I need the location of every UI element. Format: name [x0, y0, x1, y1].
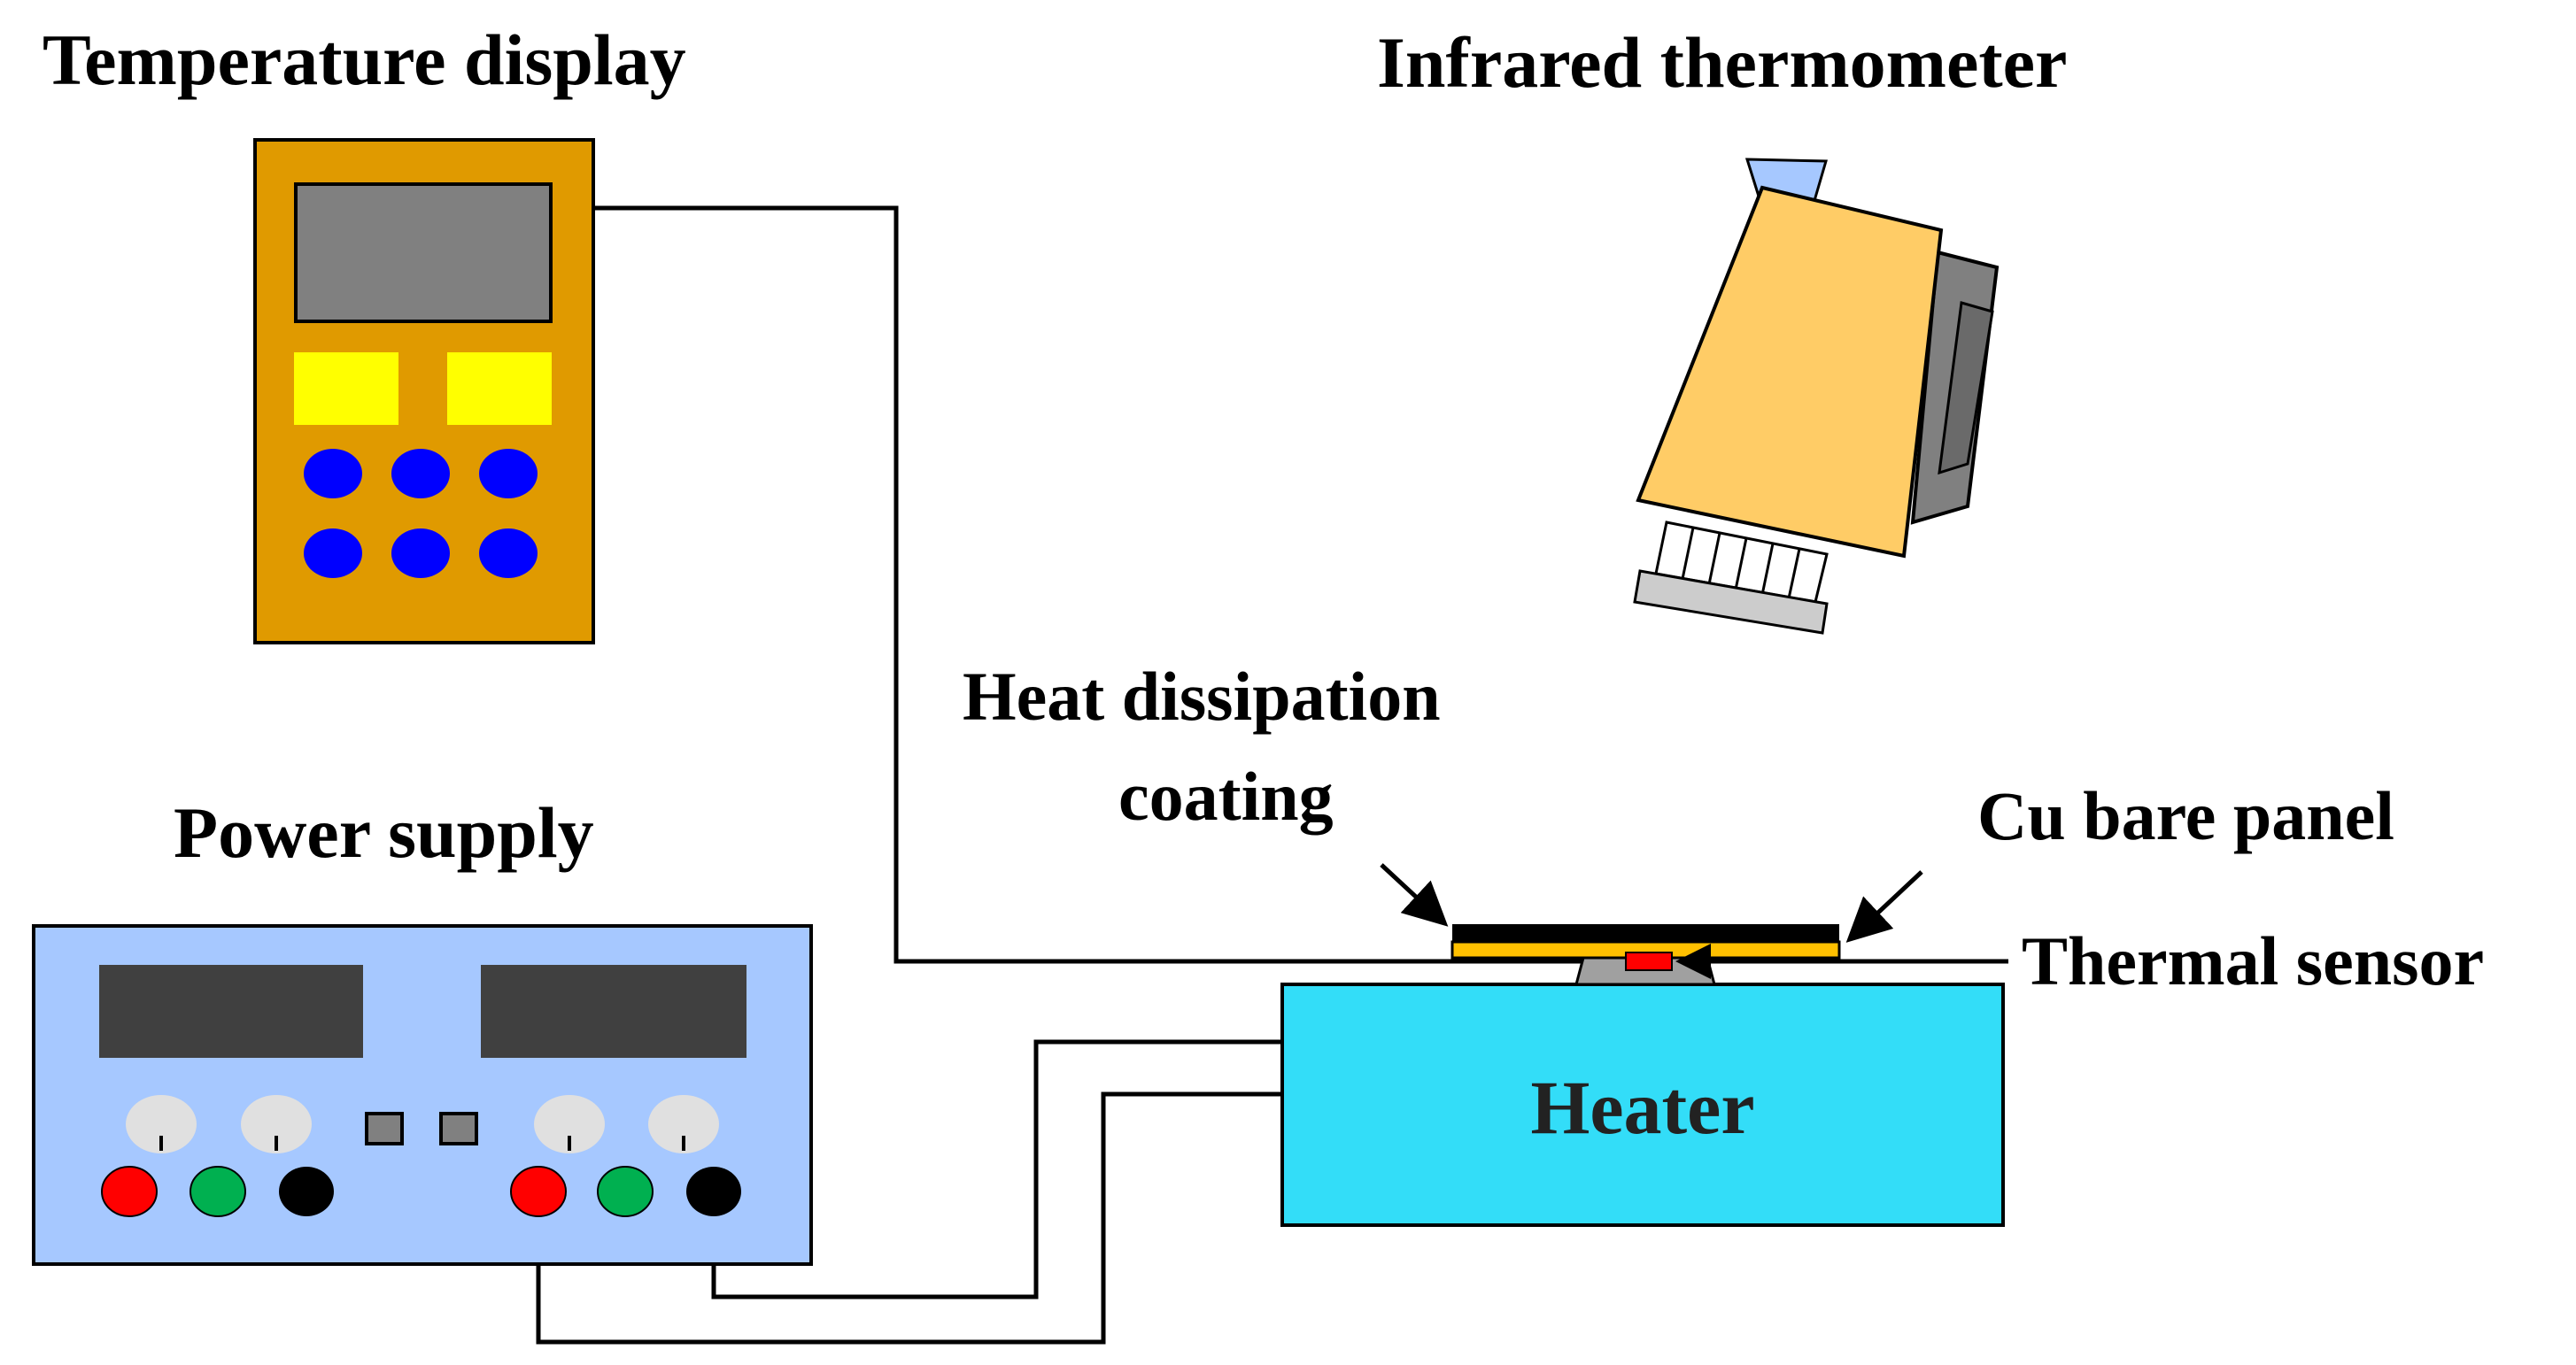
power-supply-switch: [439, 1112, 478, 1145]
terminal-black: [279, 1167, 334, 1216]
power-supply-display-left: [99, 965, 363, 1058]
temperature-display: [253, 138, 595, 644]
heat-dissipation-label-line1: Heat dissipation: [963, 658, 1441, 735]
heater: Heater: [1280, 983, 2005, 1227]
temperature-display-label: Temperature display: [43, 19, 686, 100]
temperature-display-button: [391, 449, 450, 498]
sample-stack: [1450, 924, 1841, 986]
terminal-green: [597, 1166, 654, 1217]
temperature-display-screen: [294, 182, 553, 323]
terminal-black: [686, 1167, 741, 1216]
thermometer-grip-rib: [1681, 527, 1695, 580]
power-supply-knob: [126, 1095, 197, 1153]
power-supply-knob: [648, 1095, 719, 1153]
heat-dissipation-coating: [1452, 924, 1839, 942]
terminal-red: [510, 1166, 567, 1217]
temperature-display-button: [479, 449, 538, 498]
thermometer-body: [1636, 185, 1944, 559]
infrared-thermometer-label: Infrared thermometer: [1377, 22, 2067, 103]
terminal-red: [101, 1166, 158, 1217]
power-wire-black: [711, 1039, 1282, 1299]
thermocouple-wire: [593, 205, 2008, 964]
power-supply-switch: [365, 1112, 404, 1145]
thermometer-base: [1633, 569, 1829, 635]
thermal-sensor-label: Thermal sensor: [2022, 922, 2484, 999]
cu-bare-panel-label: Cu bare panel: [1977, 777, 2394, 854]
temperature-display-button: [304, 449, 362, 498]
temperature-display-button: [391, 528, 450, 578]
infrared-thermometer: [1633, 158, 2000, 635]
thermal-sensor: [1625, 952, 1673, 971]
power-supply-label: Power supply: [174, 792, 594, 873]
temperature-display-button: [304, 528, 362, 578]
thermometer-grip-rib: [1707, 532, 1721, 585]
heater-label: Heater: [1530, 1065, 1754, 1150]
temperature-display-key-left: [294, 352, 398, 425]
power-wire-red: [536, 1091, 1282, 1345]
thermometer-grip-rib: [1734, 537, 1748, 590]
thermometer-grip-rib: [1787, 548, 1801, 599]
power-supply: [32, 924, 813, 1266]
terminal-green: [190, 1166, 246, 1217]
power-supply-display-right: [481, 965, 746, 1058]
cu-panel-pointer-arrow: [1845, 870, 1923, 943]
heater-body: [1280, 983, 2005, 1227]
heat-dissipation-label-line2: coating: [1118, 758, 1334, 835]
thermometer-grip-rib: [1760, 543, 1775, 596]
power-supply-knob: [534, 1095, 605, 1153]
coating-pointer-arrow: [1380, 863, 1449, 927]
temperature-display-button: [479, 528, 538, 578]
temperature-display-key-right: [447, 352, 552, 425]
power-supply-knob: [241, 1095, 312, 1153]
thermometer-lens-inner: [1938, 301, 1994, 475]
